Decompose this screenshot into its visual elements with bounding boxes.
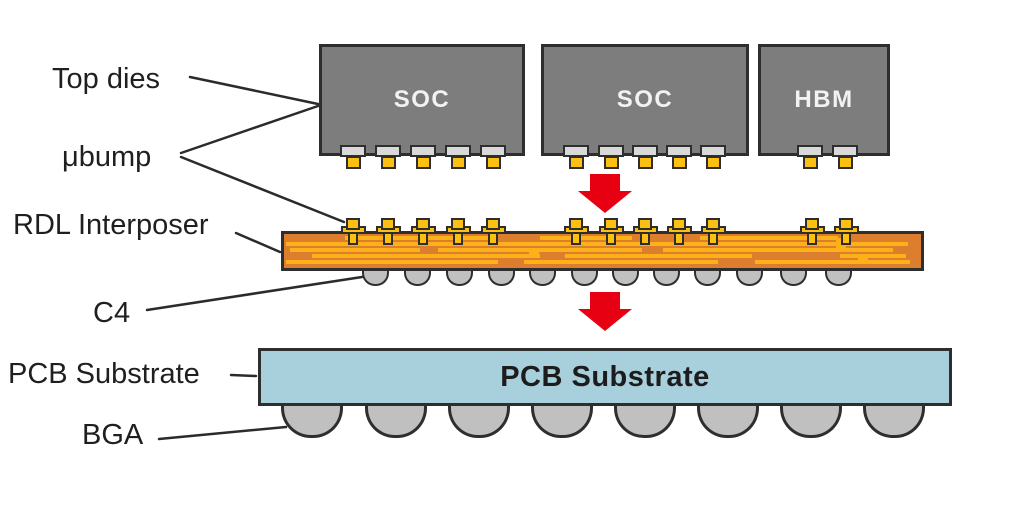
- die-pad: [375, 145, 401, 157]
- c4-bump: [487, 269, 515, 286]
- die-pad: [666, 145, 692, 157]
- micro-bump-ball: [485, 156, 501, 169]
- c4-bump: [652, 269, 680, 286]
- die-soc-2-label: SOC: [616, 86, 674, 113]
- die-pad: [340, 145, 366, 157]
- micro-bump-ball: [450, 156, 466, 169]
- pcb-substrate-body: PCB Substrate: [258, 348, 952, 406]
- rdl-trace-via: [836, 238, 846, 252]
- rdl-trace: [438, 248, 642, 252]
- micro-bump-cap: [346, 218, 360, 230]
- die-hbm-label: HBM: [794, 86, 854, 113]
- die-pad: [480, 145, 506, 157]
- rdl-trace: [286, 260, 498, 264]
- rdl-trace-via: [858, 256, 868, 264]
- micro-bump-ball: [415, 156, 431, 169]
- rdl-trace: [524, 260, 718, 264]
- die-pad: [563, 145, 589, 157]
- c4-bump: [611, 269, 639, 286]
- c4-bump: [528, 269, 556, 286]
- micro-bump-cap: [839, 218, 853, 230]
- die-pad: [797, 145, 823, 157]
- micro-bump-cap: [416, 218, 430, 230]
- die-pad: [598, 145, 624, 157]
- rdl-trace: [540, 236, 632, 240]
- die-soc-1-label: SOC: [393, 86, 451, 113]
- rdl-trace: [290, 248, 420, 252]
- die-pad: [632, 145, 658, 157]
- micro-bump-cap: [486, 218, 500, 230]
- micro-bump-cap: [638, 218, 652, 230]
- label-rdl-interposer: RDL Interposer: [13, 209, 209, 241]
- c4-bump: [735, 269, 763, 286]
- label-pcb-substrate: PCB Substrate: [8, 358, 200, 390]
- line-pcb-substrate: [229, 373, 258, 378]
- micro-bump-ball: [837, 156, 853, 169]
- die-soc-2: SOC: [541, 44, 749, 156]
- micro-bump-ball: [568, 156, 584, 169]
- line-top-dies: [188, 75, 320, 106]
- micro-bump-ball: [637, 156, 653, 169]
- down-arrow: [578, 292, 632, 331]
- line-rdl-interposer: [234, 231, 282, 254]
- micro-bump-cap: [706, 218, 720, 230]
- die-pad: [410, 145, 436, 157]
- micro-bump-ball: [802, 156, 818, 169]
- micro-bump-ball: [380, 156, 396, 169]
- c4-bump: [824, 269, 852, 286]
- micro-bump-ball: [345, 156, 361, 169]
- c4-bump: [693, 269, 721, 286]
- micro-bump-ball: [705, 156, 721, 169]
- label-bga: BGA: [82, 419, 144, 451]
- label-top-dies: Top dies: [52, 63, 161, 95]
- c4-bump: [445, 269, 473, 286]
- micro-bump-ball: [603, 156, 619, 169]
- die-pad: [445, 145, 471, 157]
- c4-bump: [361, 269, 389, 286]
- micro-bump-cap: [569, 218, 583, 230]
- die-soc-1: SOC: [319, 44, 525, 156]
- c4-bump: [403, 269, 431, 286]
- micro-bump-cap: [805, 218, 819, 230]
- micro-bump-ball: [671, 156, 687, 169]
- rdl-trace: [840, 254, 906, 258]
- rdl-trace: [286, 242, 908, 246]
- label-ubump: μbump: [62, 141, 152, 173]
- rdl-trace: [755, 260, 910, 264]
- rdl-trace: [700, 236, 838, 240]
- micro-bump-cap: [604, 218, 618, 230]
- c4-bump: [570, 269, 598, 286]
- pcb-substrate-text: PCB Substrate: [500, 360, 710, 393]
- die-pad: [700, 145, 726, 157]
- line-bga: [157, 425, 288, 441]
- micro-bump-cap: [381, 218, 395, 230]
- rdl-trace-via: [529, 248, 539, 258]
- line-ubump-to-die: [179, 104, 320, 155]
- label-c4: C4: [93, 297, 131, 329]
- die-pad: [832, 145, 858, 157]
- rdl-trace: [565, 254, 752, 258]
- micro-bump-cap: [451, 218, 465, 230]
- c4-bump: [779, 269, 807, 286]
- die-hbm: HBM: [758, 44, 890, 156]
- line-c4: [145, 275, 364, 312]
- line-ubump-to-interposer: [179, 155, 346, 224]
- micro-bump-cap: [672, 218, 686, 230]
- rdl-trace: [312, 254, 540, 258]
- rdl-trace: [663, 248, 893, 252]
- down-arrow: [578, 174, 632, 213]
